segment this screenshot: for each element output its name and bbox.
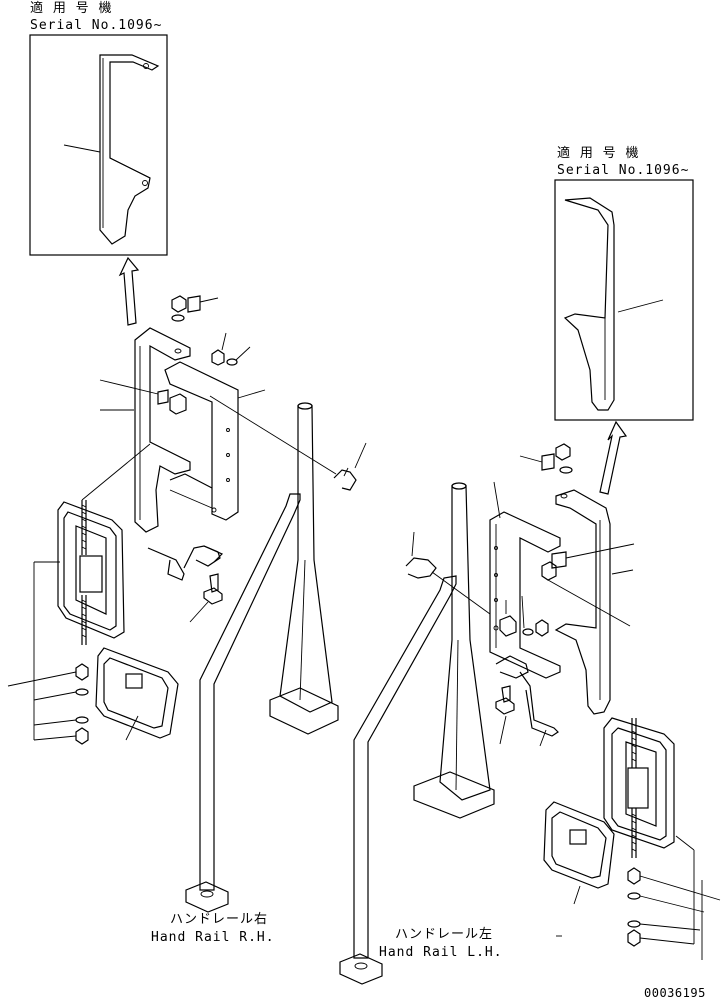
- arrow-up-left-icon: [118, 256, 140, 326]
- wire-bolt-left: [147, 545, 224, 623]
- fastener-stack-left: [7, 561, 89, 745]
- inset-box-right: [554, 179, 694, 421]
- wire-bolt-right: [495, 655, 559, 747]
- handrail-rh-en-label: Hand Rail R.H.: [151, 930, 275, 945]
- handrail-lh-en-label: Hand Rail L.H.: [379, 945, 503, 960]
- serial-number-label-left: Serial No.1096~: [30, 18, 163, 33]
- handrail-rh: [185, 402, 339, 913]
- handrail-lh: [339, 482, 495, 985]
- clamp-cable-right: [405, 531, 491, 615]
- bracket-plate-right: [489, 481, 561, 679]
- handrail-lh-jp-label: ハンドレール左: [395, 927, 494, 942]
- side-mirror-left: [57, 443, 151, 645]
- fastener-stack-right: [556, 835, 721, 960]
- handrail-rh-jp-label: ハンドレール右: [170, 912, 269, 927]
- mirror-glass-left: [95, 647, 179, 741]
- applicable-models-label-left: 適 用 号 機: [30, 1, 113, 16]
- nut-washer-left-top: [99, 295, 266, 415]
- bracket-plate-left: [164, 361, 239, 521]
- serial-number-label-right: Serial No.1096~: [557, 163, 690, 178]
- inset-box-left: [29, 34, 168, 256]
- clamp-cable-left: [209, 395, 367, 491]
- mirror-stay-left: [134, 327, 191, 533]
- side-mirror-right: [603, 717, 675, 858]
- drawing-number: 00036195: [644, 986, 706, 1000]
- applicable-models-label-right: 適 用 号 機: [557, 146, 640, 161]
- nut-washer-right-top: [519, 443, 635, 627]
- arrow-up-right-icon: [599, 420, 628, 495]
- mirror-glass-right: [543, 801, 615, 905]
- mirror-stay-right: [554, 489, 634, 715]
